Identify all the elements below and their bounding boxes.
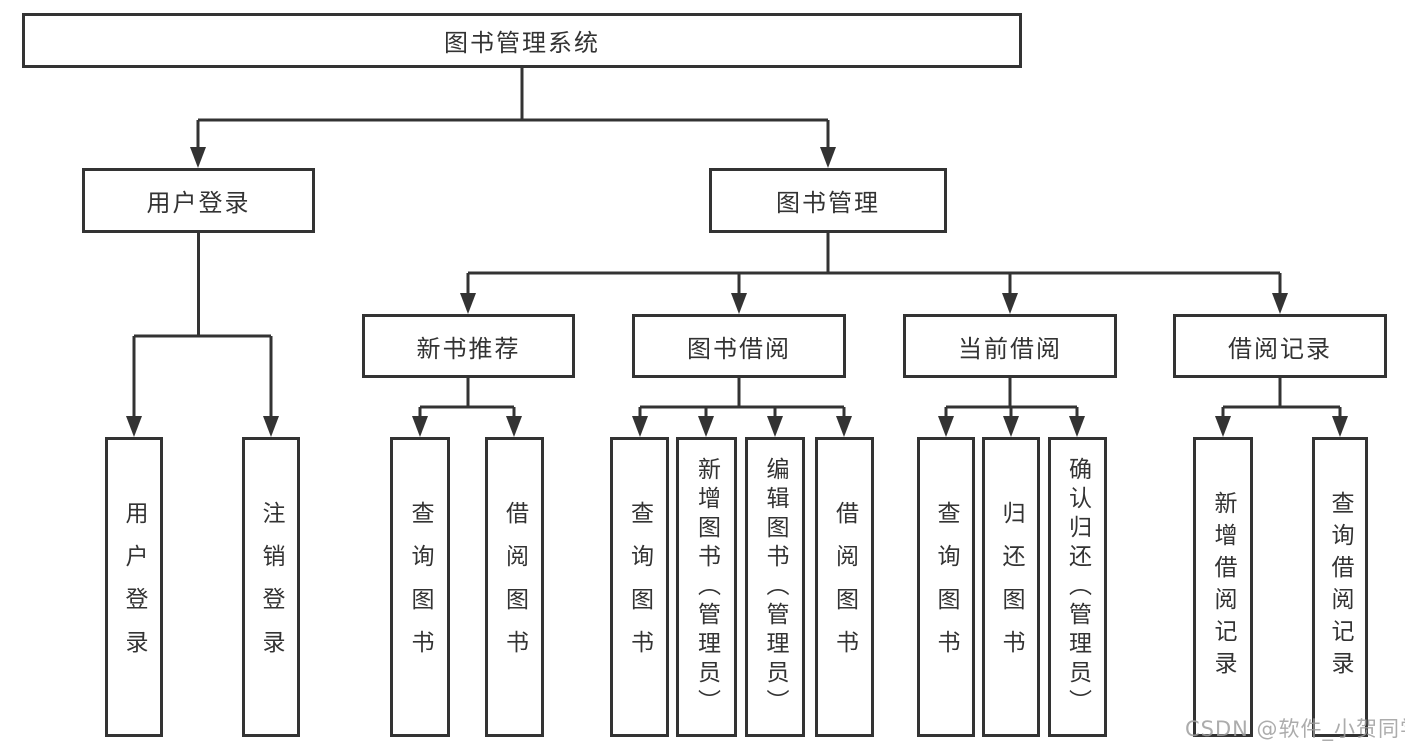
node-book-management: 图书管理	[709, 168, 947, 233]
leaf-logout-label: 注销登录	[258, 501, 284, 673]
leaf-edit-book-admin-label: 编辑图书（管理员）	[762, 456, 788, 718]
leaf-add-book-admin-label: 新增图书（管理员）	[693, 456, 720, 718]
node-user-login-label: 用户登录	[146, 189, 251, 217]
leaf-query-books-current-label: 查询图书	[933, 501, 959, 673]
leaf-logout: 注销登录	[242, 437, 300, 737]
leaf-query-books-borrow-label: 查询图书	[626, 501, 653, 673]
leaf-query-books-current: 查询图书	[917, 437, 975, 737]
leaf-confirm-return-admin: 确认归还（管理员）	[1048, 437, 1107, 737]
node-user-login: 用户登录	[82, 168, 315, 233]
watermark-text: CSDN @软件_小贺同学	[1185, 717, 1405, 741]
leaf-borrow-books-recommend-label: 借阅图书	[501, 501, 528, 673]
leaf-edit-book-admin: 编辑图书（管理员）	[745, 437, 805, 737]
leaf-return-book-label: 归还图书	[998, 501, 1024, 673]
leaf-user-login: 用户登录	[105, 437, 163, 737]
node-root: 图书管理系统	[22, 13, 1022, 68]
node-new-book-recommend: 新书推荐	[362, 314, 575, 378]
leaf-query-books-recommend: 查询图书	[390, 437, 450, 737]
leaf-add-book-admin: 新增图书（管理员）	[676, 437, 737, 737]
node-root-label: 图书管理系统	[444, 29, 600, 57]
leaf-query-borrow-record: 查询借阅记录	[1312, 437, 1368, 737]
node-book-borrow: 图书借阅	[632, 314, 846, 378]
leaf-query-books-recommend-label: 查询图书	[407, 501, 433, 673]
node-new-book-recommend-label: 新书推荐	[416, 334, 521, 363]
leaf-query-borrow-record-label: 查询借阅记录	[1327, 491, 1353, 683]
leaf-confirm-return-admin-label: 确认归还（管理员）	[1064, 456, 1091, 718]
leaf-borrow-books-borrow: 借阅图书	[815, 437, 874, 737]
leaf-query-books-borrow: 查询图书	[610, 437, 669, 737]
leaf-return-book: 归还图书	[982, 437, 1040, 737]
node-book-borrow-label: 图书借阅	[687, 334, 791, 363]
node-current-borrow-label: 当前借阅	[958, 334, 1062, 363]
node-current-borrow: 当前借阅	[903, 314, 1117, 378]
node-borrow-records-label: 借阅记录	[1228, 334, 1332, 363]
leaf-borrow-books-recommend: 借阅图书	[485, 437, 544, 737]
leaf-add-borrow-record: 新增借阅记录	[1193, 437, 1253, 737]
leaf-user-login-label: 用户登录	[121, 501, 147, 673]
node-book-management-label: 图书管理	[776, 189, 880, 217]
leaf-add-borrow-record-label: 新增借阅记录	[1210, 491, 1236, 683]
node-borrow-records: 借阅记录	[1173, 314, 1387, 378]
leaf-borrow-books-borrow-label: 借阅图书	[831, 501, 858, 673]
